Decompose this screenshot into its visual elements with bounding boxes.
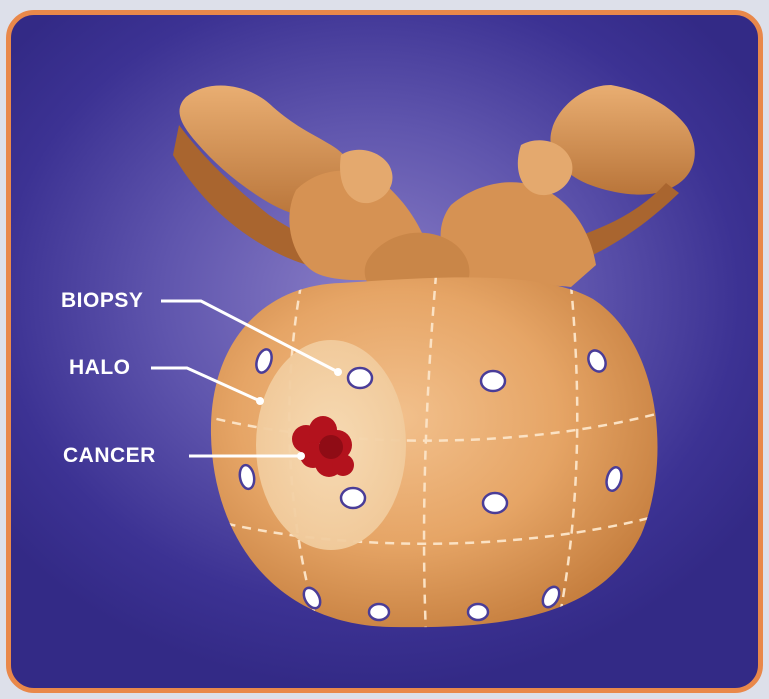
diagram-panel: BIOPSY HALO CANCER (6, 10, 763, 693)
prostate-diagram (11, 15, 758, 688)
halo-label: HALO (69, 356, 131, 380)
biopsy-mark (369, 604, 389, 620)
biopsy-mark (483, 493, 507, 513)
cancer-label: CANCER (63, 444, 156, 468)
biopsy-mark (341, 488, 365, 508)
seminal-vesicles (173, 85, 695, 293)
biopsy-mark (468, 604, 488, 620)
biopsy-mark (348, 368, 372, 388)
biopsy-mark (481, 371, 505, 391)
biopsy-label: BIOPSY (61, 289, 143, 313)
